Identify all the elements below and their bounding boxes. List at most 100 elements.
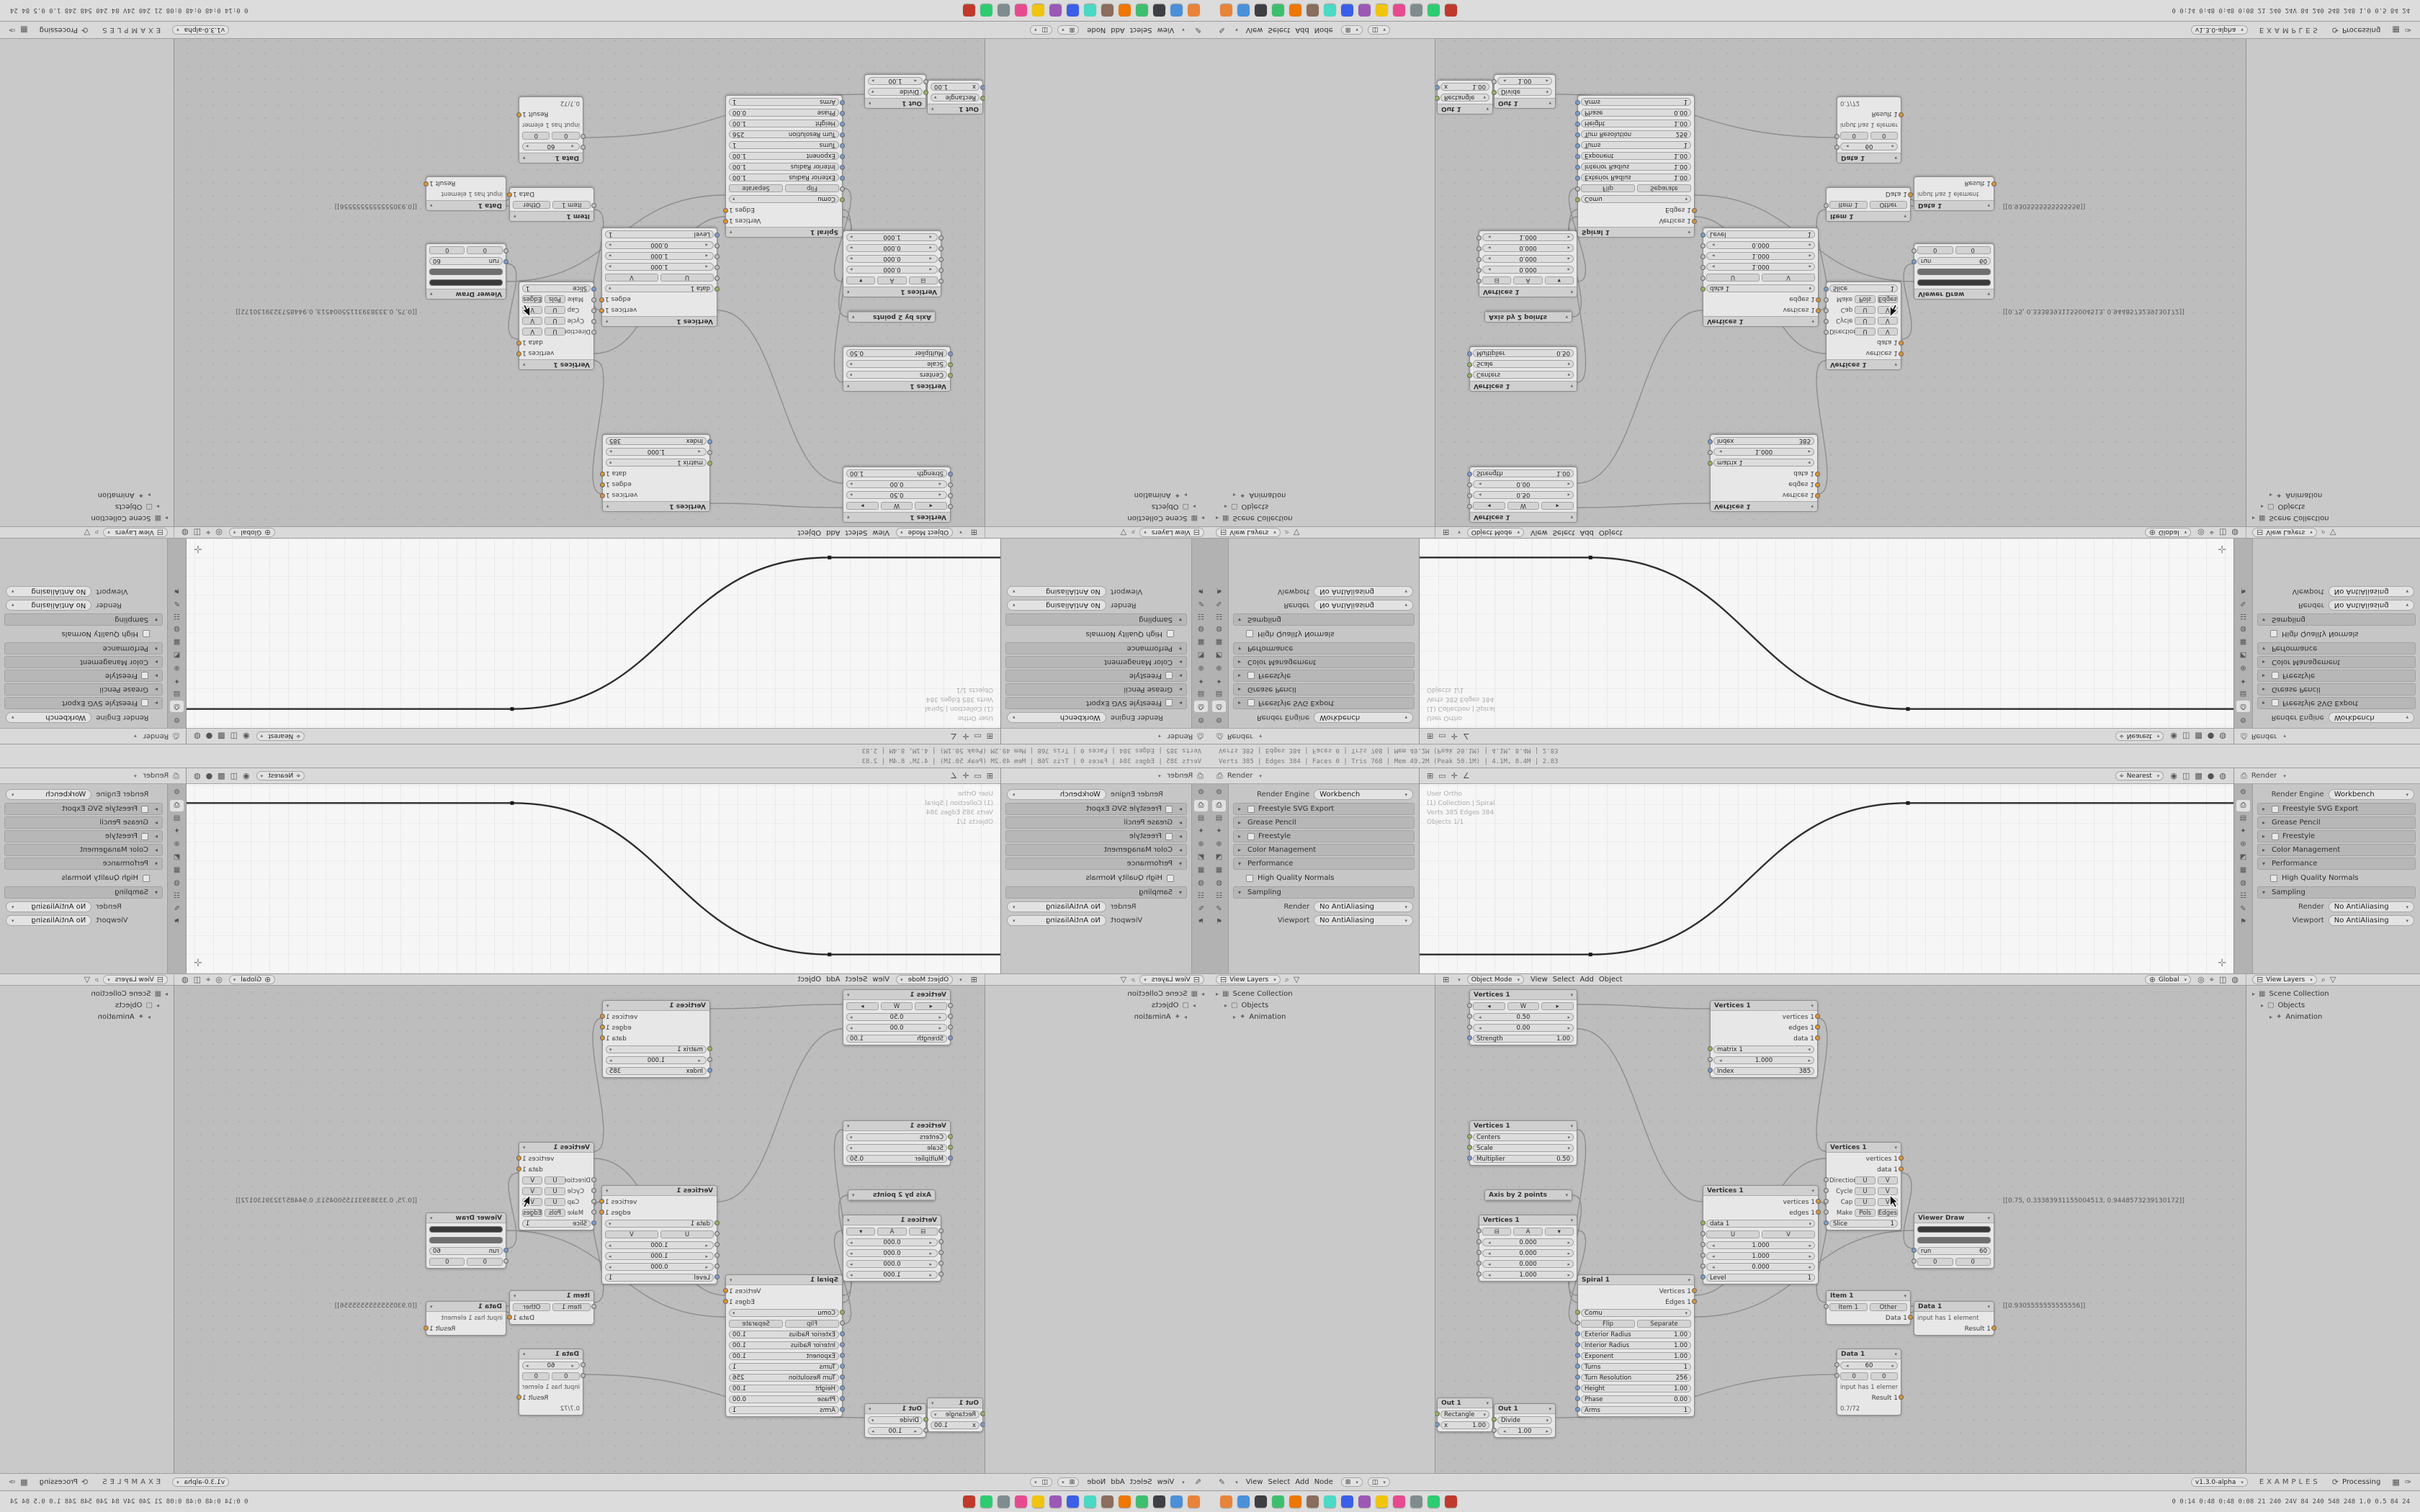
scene-tab-icon[interactable]: ✦ [1216,677,1222,685]
scene-tab-icon[interactable]: ✦ [174,827,180,835]
node-toggle-a[interactable]: A [1513,1228,1543,1236]
output-socket[interactable] [1899,112,1904,117]
sampling-viewport-select[interactable]: No AntiAliasing▾ [1314,586,1413,597]
checkbox[interactable] [1246,630,1253,638]
world-tab-icon[interactable]: ⊕ [1198,840,1204,848]
node-toggle-make-edges[interactable]: Edges [522,295,543,303]
node-value-field[interactable]: ◂1.000▸ [1706,252,1815,260]
editor-type-icon[interactable]: ⊞ [1427,771,1434,780]
xray-icon[interactable]: ▩ [218,732,225,741]
filter-icon[interactable]: ▽ [2329,528,2336,537]
input-socket[interactable] [1467,351,1472,356]
input-socket[interactable] [1575,111,1580,116]
node-value-field[interactable]: ◂1.000▸ [606,448,707,456]
input-socket[interactable] [1476,1261,1482,1266]
node-axis-by-2-points[interactable]: Axis by 2 points▾ [848,311,936,323]
menu-node[interactable]: Node [1314,1478,1333,1486]
outliner-item-objects[interactable]: ▸▢Objects [1151,503,1196,511]
menu-select[interactable]: Select [1129,26,1152,34]
node-value-field[interactable]: ◂1.000▸ [1706,263,1815,271]
physics-tab-icon[interactable]: ☷ [174,612,180,620]
input-socket[interactable] [948,1014,953,1019]
render-engine-select[interactable]: Workbench▾ [2328,712,2414,723]
input-socket[interactable] [840,143,845,148]
node-value-field[interactable]: ◂1.000▸ [605,1241,714,1249]
view-layer-tab-icon[interactable]: ▤ [2239,814,2247,822]
node-toggle-cycle-u[interactable]: U [544,1187,565,1195]
node-toggle-[interactable]: ▸ [1541,1002,1574,1010]
node-snap-icon[interactable]: ⊞▾ [1057,1477,1080,1487]
render-preview-icon[interactable]: ◍ [2231,975,2238,984]
output-socket[interactable] [600,472,605,477]
node-value-field[interactable]: ◂0.000▸ [1482,255,1574,263]
data-tab-icon[interactable]: ⚑ [1216,586,1222,594]
filter-icon[interactable]: ▽ [1293,528,1300,537]
node-toggle-0[interactable]: 0 [1917,1258,1953,1266]
node-header[interactable]: Item 1▾ [510,1291,593,1301]
input-socket[interactable] [1575,1353,1580,1358]
panel-header-freestyle[interactable]: ▸Freestyle [1233,830,1415,842]
color-swatch[interactable] [429,279,503,286]
node-toggle-a[interactable]: A [1513,276,1543,284]
node-header[interactable]: Viewer Draw▾ [426,289,506,299]
outliner-item-objects[interactable]: ▸▢Objects [1151,1001,1196,1009]
overlays-icon[interactable]: ◫ [2182,732,2190,741]
input-socket[interactable] [840,1407,845,1412]
panel-header-freestyle[interactable]: ▸Freestyle [2257,670,2416,682]
node-header[interactable]: Vertices 1▾ [843,1121,950,1131]
node-toggle-w[interactable]: W [880,502,913,510]
panel-header-performance[interactable]: ▾Performance [2257,642,2416,654]
search-icon[interactable]: ⌕ [1284,528,1289,538]
app-chat-icon[interactable] [1324,4,1336,17]
modifiers-tab-icon[interactable]: ▦ [173,866,181,874]
input-socket[interactable] [707,1068,712,1073]
orientation-select[interactable]: ⊕ Global ▾ [228,975,276,984]
app-monitor-icon[interactable] [963,1495,975,1508]
node-toggle-u[interactable]: U [1706,274,1760,282]
menu-add[interactable]: Add [1579,976,1594,984]
input-socket[interactable] [714,1274,720,1279]
scene-tab-icon[interactable]: ✦ [1216,827,1222,835]
node-value-field[interactable]: ◂1.000▸ [1482,233,1574,241]
view-layer-tab-icon[interactable]: ▤ [2239,690,2247,698]
menu-add[interactable]: Add [1111,1478,1125,1486]
input-socket[interactable] [1467,1025,1472,1030]
navigation-gizmo[interactable]: ✛ [2218,543,2226,554]
input-socket[interactable] [591,319,596,324]
checkbox[interactable] [141,672,148,680]
physics-tab-icon[interactable]: ☷ [2240,892,2246,900]
input-socket[interactable] [840,1374,845,1380]
output-socket[interactable] [723,1288,728,1293]
annotate-icon[interactable]: ✑ [9,25,16,35]
node-toggle-flip[interactable]: Flip [785,1320,839,1328]
physics-tab-icon[interactable]: ☷ [1198,892,1204,900]
app-mail-icon[interactable] [1067,4,1079,17]
show-overlays-icon[interactable]: ◫ [2218,528,2227,537]
node-option-select[interactable]: Divide▾ [868,1416,923,1424]
expand-caret-icon[interactable]: ▸ [147,1013,151,1020]
output-socket[interactable] [1815,482,1820,487]
node-toggle-other[interactable]: Other [513,1303,551,1311]
input-socket[interactable] [1492,1428,1497,1433]
render-tab-icon[interactable]: ⚙ [2240,788,2246,796]
app-photos-icon[interactable] [1032,4,1044,17]
sampling-viewport-select[interactable]: No AntiAliasing▾ [6,915,92,926]
node-value-field[interactable]: ◂1.000▸ [605,252,714,260]
input-socket[interactable] [948,1003,953,1008]
input-socket[interactable] [980,1422,985,1427]
node-header[interactable]: Data 1▾ [519,1349,583,1359]
panel-header-sampling[interactable]: ▾Sampling [4,886,163,899]
input-socket[interactable] [1834,1362,1839,1367]
